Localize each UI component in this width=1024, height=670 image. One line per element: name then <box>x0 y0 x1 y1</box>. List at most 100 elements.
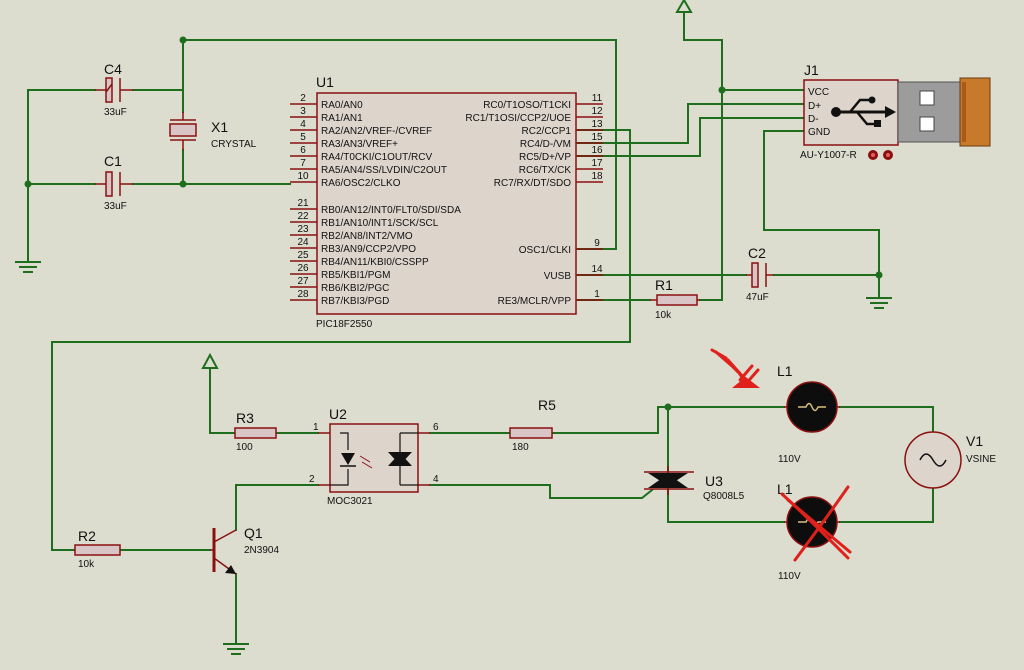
u1-pin-number: 14 <box>591 264 603 275</box>
crystal-x1[interactable]: X1 CRYSTAL <box>169 112 257 150</box>
j1-pin-dminus: D- <box>808 114 819 125</box>
r1-value: 10k <box>655 310 672 321</box>
u1-pin-label: RB3/AN9/CCP2/VPO <box>321 244 416 255</box>
u1-pin-number: 13 <box>591 119 603 130</box>
j1-part: AU-Y1007-R <box>800 150 857 161</box>
u1-pin-label: RB0/AN12/INT0/FLT0/SDI/SDA <box>321 205 461 216</box>
u1-pin-label: RA3/AN3/VREF+ <box>321 139 398 150</box>
j1-pin-vcc: VCC <box>808 87 829 98</box>
diac-icon <box>388 432 418 486</box>
u1-pin-label: RB5/KBI1/PGM <box>321 270 390 281</box>
l1-top-value: 110V <box>778 454 801 465</box>
u1-pin-number: 12 <box>591 106 603 117</box>
r2-value: 10k <box>78 559 95 570</box>
u1-pin-number: 5 <box>300 132 306 143</box>
u2-pin-4: 4 <box>433 474 439 485</box>
usb-connector-j1[interactable]: J1 VCC D+ D- GND AU-Y1007-R <box>800 62 991 161</box>
u1-body <box>316 92 577 315</box>
j1-pin-gnd: GND <box>808 127 830 138</box>
v1-ref: V1 <box>966 433 983 449</box>
resistor-r2[interactable]: R2 10k <box>74 528 121 570</box>
u1-pin-number: 21 <box>297 198 309 209</box>
optocoupler-u2[interactable]: 1 2 6 4 U2 MOC3021 <box>309 406 439 507</box>
q1-ref: Q1 <box>244 525 263 541</box>
x1-ref: X1 <box>211 119 228 135</box>
u2-ref: U2 <box>329 406 347 422</box>
resistor-r5[interactable]: R5 180 <box>509 397 556 453</box>
vcc-arrow-optocoupler <box>201 352 219 369</box>
u1-pin-label: RA1/AN1 <box>321 113 363 124</box>
u1-pin-number: 28 <box>297 289 309 300</box>
transistor-q1[interactable]: Q1 2N3904 <box>210 525 279 575</box>
u1-pin-label: RA5/AN4/SS/LVDIN/C2OUT <box>321 165 447 176</box>
wires <box>27 11 934 645</box>
u1-pin-number: 11 <box>592 93 603 104</box>
u2-part: MOC3021 <box>327 496 373 507</box>
u1-pin-label: RC1/T1OSI/CCP2/UOE <box>465 113 571 124</box>
usb-plug-icon <box>897 77 991 147</box>
j1-pin-dplus: D+ <box>808 101 821 112</box>
r3-ref: R3 <box>236 410 254 426</box>
l1-bottom-value: 110V <box>778 571 801 582</box>
u1-pin-number: 6 <box>300 145 306 156</box>
u1-pin-number: 17 <box>591 158 603 169</box>
u1-pin-number: 25 <box>297 250 309 261</box>
u2-pin-2: 2 <box>309 474 315 485</box>
l1-top-ref: L1 <box>777 363 793 379</box>
c4-value: 33uF <box>104 107 127 118</box>
c1-ref: C1 <box>104 153 122 169</box>
u3-part: Q8008L5 <box>703 491 745 502</box>
usb-status-leds-icon <box>868 150 893 160</box>
u1-pin-label: RB2/AN8/INT2/VMO <box>321 231 413 242</box>
u1-pin-label: RC2/CCP1 <box>522 126 572 137</box>
u1-part: PIC18F2550 <box>316 319 373 330</box>
u1-pin-label: RB4/AN11/KBI0/CSSPP <box>321 257 429 268</box>
red-cross-annotation-icon <box>780 485 852 562</box>
c2-ref: C2 <box>748 245 766 261</box>
u1-pin-number: 9 <box>594 238 600 249</box>
u2-pin-6: 6 <box>433 422 439 433</box>
ground-symbol-transistor <box>223 643 249 655</box>
u1-pin-number: 2 <box>300 93 306 104</box>
u1-pin-label: RE3/MCLR/VPP <box>498 296 572 307</box>
u1-pin-label: VUSB <box>544 271 572 282</box>
capacitor-c1[interactable]: C1 33uF <box>95 153 133 212</box>
led-icon <box>330 432 373 486</box>
c2-value: 47uF <box>746 292 769 303</box>
u1-pin-number: 15 <box>591 132 603 143</box>
u1-pin-label: RB6/KBI2/PGC <box>321 283 389 294</box>
capacitor-c2[interactable]: C2 47uF <box>746 245 774 303</box>
resistor-r3[interactable]: R3 100 <box>234 410 277 453</box>
u1-pin-number: 23 <box>297 224 309 235</box>
u1-pin-label: RA6/OSC2/CLKO <box>321 178 401 189</box>
q1-value: 2N3904 <box>244 545 279 556</box>
u2-pin-1: 1 <box>313 422 319 433</box>
microcontroller-u1[interactable]: U1 PIC18F2550 2RA0/AN03RA1/AN14RA2/AN2/V… <box>290 74 603 330</box>
lamp-l1-top[interactable]: L1 110V <box>777 363 840 465</box>
r3-value: 100 <box>236 442 253 453</box>
r5-value: 180 <box>512 442 529 453</box>
u1-pin-label: RB7/KBI3/PGD <box>321 296 389 307</box>
v1-value: VSINE <box>966 454 996 465</box>
u1-pin-label: RA4/T0CKI/C1OUT/RCV <box>321 152 432 163</box>
u1-pin-label: RC0/T1OSO/T1CKI <box>483 100 571 111</box>
u1-pin-label: OSC1/CLKI <box>519 245 571 256</box>
ground-symbol-left <box>15 261 41 273</box>
voltage-source-v1[interactable]: V1 VSINE <box>904 431 996 489</box>
u1-ref: U1 <box>316 74 334 90</box>
u1-pin-number: 26 <box>297 263 309 274</box>
vcc-arrow-top <box>675 0 693 13</box>
u1-pin-label: RB1/AN10/INT1/SCK/SCL <box>321 218 439 229</box>
capacitor-c4[interactable]: C4 33uF <box>95 61 133 118</box>
triac-u3[interactable]: U3 Q8008L5 <box>644 466 745 502</box>
u1-pin-label: RA2/AN2/VREF-/CVREF <box>321 126 432 137</box>
u1-pin-number: 27 <box>297 276 309 287</box>
u1-left-pins: 2RA0/AN03RA1/AN14RA2/AN2/VREF-/CVREF5RA3… <box>290 93 461 307</box>
resistor-r1[interactable]: R1 10k <box>650 277 700 321</box>
r1-ref: R1 <box>655 277 673 293</box>
u1-pin-number: 10 <box>297 171 309 182</box>
j1-ref: J1 <box>804 62 819 78</box>
u1-pin-label: RC7/RX/DT/SDO <box>494 178 571 189</box>
